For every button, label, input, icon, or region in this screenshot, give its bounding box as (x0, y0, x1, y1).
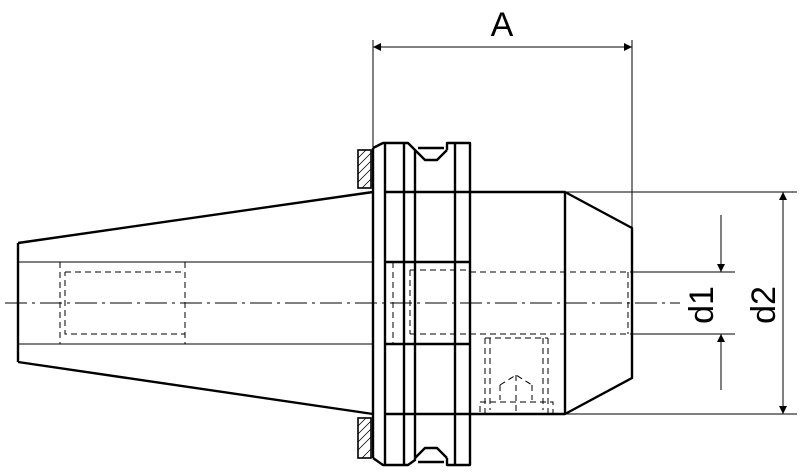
dimension-a: A (372, 6, 633, 228)
dimension-d1-label: d1 (683, 286, 721, 324)
dimension-d1: d1 (632, 215, 735, 390)
taper-bore-hidden (59, 262, 186, 344)
face-plate (357, 149, 372, 459)
dimension-d2-label: d2 (745, 286, 783, 324)
taper-shank (16, 190, 374, 416)
dimension-d2: d2 (565, 191, 797, 415)
dimension-a-label: A (491, 6, 514, 44)
collet-body (470, 190, 634, 416)
set-screw-hidden (479, 337, 554, 415)
flange (371, 141, 472, 467)
flange-bore-hidden (392, 262, 470, 344)
